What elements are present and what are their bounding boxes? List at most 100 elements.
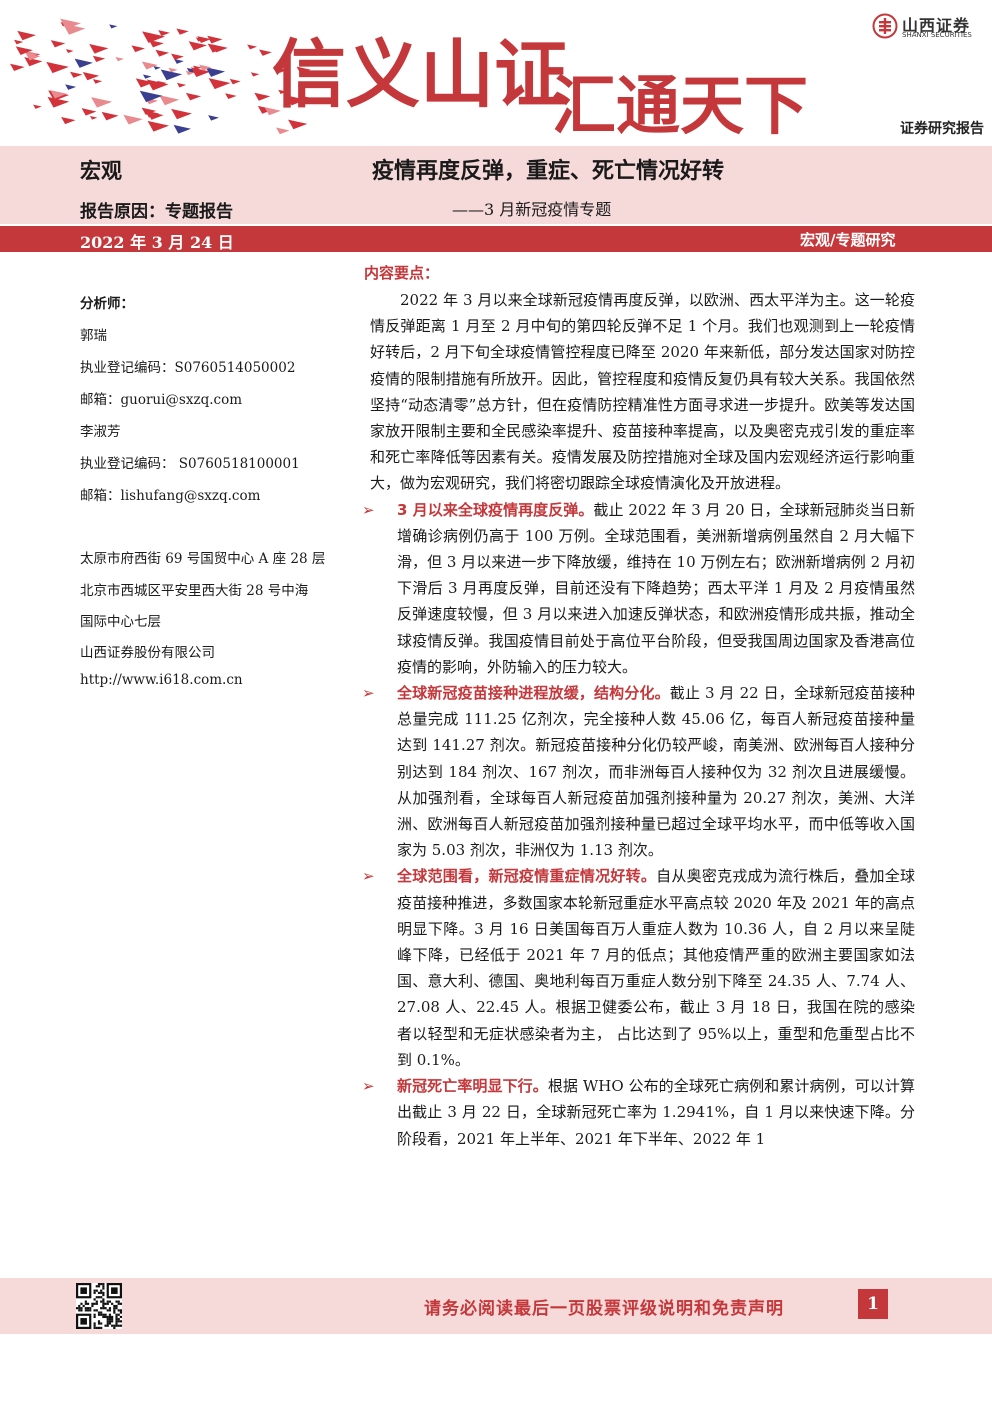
flock-shape xyxy=(229,78,241,85)
flock-shape xyxy=(257,105,274,114)
flock-shape xyxy=(89,43,109,54)
report-type: 证券研究报告 xyxy=(900,121,984,137)
flock-shape xyxy=(286,95,307,106)
flock-shape xyxy=(15,46,33,55)
flock-shape xyxy=(188,41,207,51)
flock-shape xyxy=(65,49,74,53)
flock-shape xyxy=(70,71,83,78)
flock-shape xyxy=(92,55,106,62)
flock-shape xyxy=(199,64,212,71)
flock-shape xyxy=(135,78,154,88)
bullet-item: ➢ 新冠死亡率明显下行。根据 WHO 公布的全球死亡病例和累计病例，可以计算出截… xyxy=(362,1073,915,1152)
flock-shape xyxy=(158,30,170,36)
report-reason: 报告原因：专题报告 xyxy=(80,202,233,222)
flock-shape xyxy=(247,44,258,50)
flock-shape xyxy=(276,127,290,135)
flock-shape xyxy=(50,40,66,48)
flock-shape xyxy=(153,66,161,70)
flock-shape xyxy=(254,92,271,101)
flock-shape xyxy=(33,104,42,109)
analyst-cert: 执业登记编码： S0760518100001 xyxy=(80,456,300,472)
company-logo-icon xyxy=(872,13,898,39)
flock-shape xyxy=(197,36,211,43)
flock-shape xyxy=(297,85,306,90)
flock-shape xyxy=(250,72,260,77)
flock-shape xyxy=(91,97,113,108)
bullet-lead: 全球范围看，新冠疫情重症情况好转。 xyxy=(397,867,657,886)
report-subtitle: ——3 月新冠疫情专题 xyxy=(452,200,612,219)
flock-shape xyxy=(81,108,97,116)
logo-english-name: SHANXI SECURITIES xyxy=(902,31,972,39)
bullet-item: ➢ 全球范围看，新冠疫情重症情况好转。自从奥密克戎成为流行株后，叠加全球疫苗接种… xyxy=(362,863,915,1073)
flock-shape xyxy=(90,115,98,120)
flock-shape xyxy=(146,79,169,91)
flock-shape xyxy=(141,107,157,115)
flock-shape xyxy=(173,124,192,134)
flock-shape xyxy=(74,58,93,68)
flock-shape xyxy=(139,90,163,103)
flock-shape xyxy=(207,35,223,44)
bullet-item: ➢ 全球新冠疫苗接种进程放缓，结构分化。截止 3 月 22 日，全球新冠疫苗接种… xyxy=(362,680,915,863)
page-number: 1 xyxy=(858,1289,888,1319)
slogan-left: 信义山证 xyxy=(272,32,568,118)
bullet-lead: 新冠死亡率明显下行。 xyxy=(397,1077,548,1096)
flock-shape xyxy=(65,84,77,90)
report-date: 2022 年 3 月 24 日 xyxy=(80,233,234,252)
flock-shape xyxy=(148,39,164,48)
flock-shape xyxy=(160,69,183,81)
flock-shape xyxy=(142,31,166,43)
analyst-name: 李淑芳 xyxy=(80,424,121,440)
flock-shape xyxy=(61,116,76,125)
flock-shape xyxy=(109,24,118,29)
flock-shape xyxy=(171,53,184,61)
flock-shape xyxy=(131,45,145,53)
footer-band xyxy=(0,1278,992,1334)
flock-shape xyxy=(24,57,43,67)
company-website[interactable]: http://www.i618.com.cn xyxy=(80,672,243,688)
flock-shape xyxy=(298,95,312,102)
flock-shape xyxy=(123,114,143,125)
bullet-text: 根据 WHO 公布的全球死亡病例和累计病例，可以计算出截止 3 月 22 日，全… xyxy=(397,1077,915,1148)
disclaimer-note[interactable]: 请务必阅读最后一页股票评级说明和免责声明 xyxy=(424,1299,784,1319)
bullet-lead: 3 月以来全球疫情再度反弹。 xyxy=(397,500,594,519)
flock-shape xyxy=(207,43,226,53)
slogan-right: 汇通天下 xyxy=(552,69,808,142)
title-band xyxy=(0,146,992,224)
report-title: 疫情再度反弹，重症、死亡情况好转 xyxy=(372,159,725,184)
logo-name: 山西证券 xyxy=(902,16,971,35)
qr-code-icon[interactable] xyxy=(76,1283,122,1329)
analyst-label: 分析师： xyxy=(80,296,134,312)
flock-shape xyxy=(46,61,69,74)
flock-shape xyxy=(25,51,39,58)
arrow-bullet-icon: ➢ xyxy=(362,684,375,703)
arrow-bullet-icon: ➢ xyxy=(362,867,375,886)
flock-shape xyxy=(208,78,231,90)
flock-shape xyxy=(225,93,237,100)
address-taiyuan: 太原市府西街 69 号国贸中心 A 座 28 层 xyxy=(80,551,326,567)
section-title: 内容要点： xyxy=(364,264,440,282)
flock-shape xyxy=(193,65,202,70)
flock-shape xyxy=(296,66,311,74)
analyst-email[interactable]: 邮箱：lishufang@sxzq.com xyxy=(80,488,261,504)
flock-shape xyxy=(47,96,70,108)
flock-shape xyxy=(259,49,272,56)
flock-shape xyxy=(155,49,170,57)
bullet-text: 自从奥密克戎成为流行株后，叠加全球疫苗接种推进，多数国家本轮新冠重症水平高点较 … xyxy=(397,867,915,1069)
analyst-email[interactable]: 邮箱：guorui@sxzq.com xyxy=(80,392,243,408)
bullet-lead: 全球新冠疫苗接种进程放缓，结构分化。 xyxy=(397,684,670,703)
flock-shape xyxy=(92,79,103,84)
flock-shape xyxy=(176,82,187,88)
flock-shape xyxy=(276,67,288,73)
address-beijing-cont: 国际中心七层 xyxy=(80,614,161,630)
flock-shape xyxy=(174,58,184,64)
company-logo: 山西证券 SHANXI SECURITIES xyxy=(868,10,986,44)
bullet-text: 截止 3 月 22 日，全球新冠疫苗接种总量完成 111.25 亿剂次，完全接种… xyxy=(397,684,915,860)
flock-shape xyxy=(185,70,195,76)
flock-shape xyxy=(50,90,67,99)
report-category: 宏观/专题研究 xyxy=(800,231,896,249)
flock-shape xyxy=(17,30,36,41)
flock-shape xyxy=(14,39,24,45)
flock-shape xyxy=(208,115,220,121)
company-name: 山西证券股份有限公司 xyxy=(80,645,215,661)
flock-shape xyxy=(185,92,202,101)
